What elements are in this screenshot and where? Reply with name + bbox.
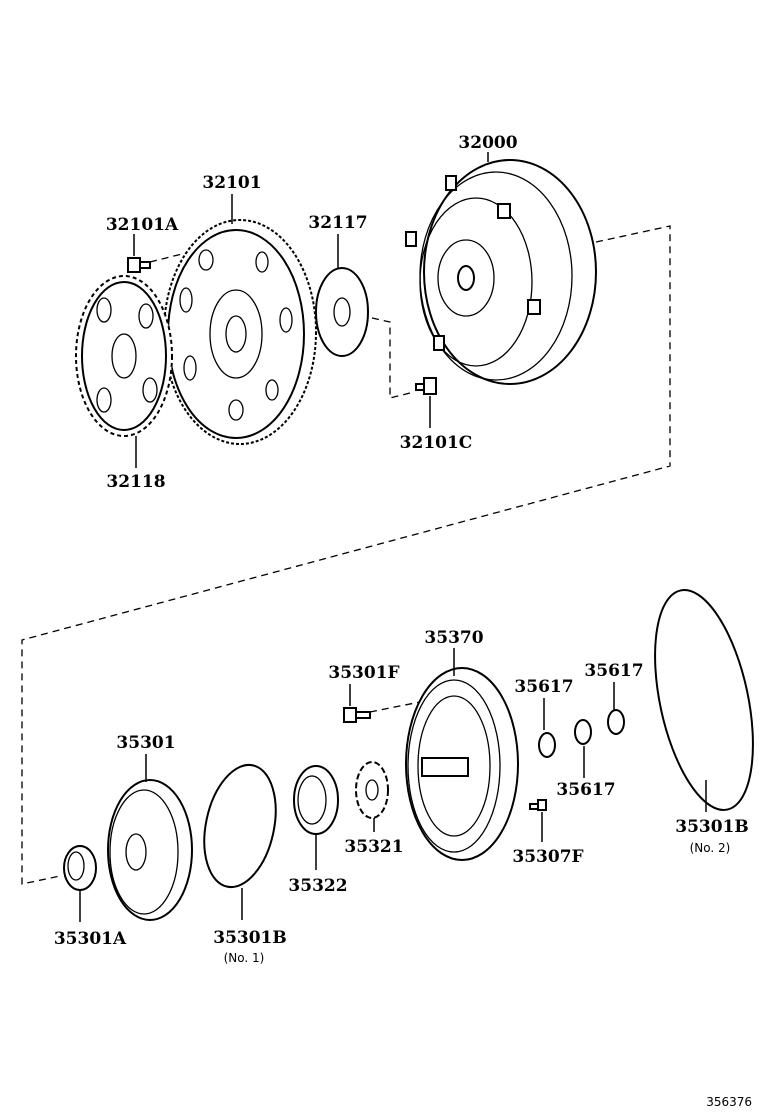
label-32117: 32117 <box>308 213 367 233</box>
assembly-dashed-line <box>21 225 671 885</box>
label-35301A: 35301A <box>54 929 127 949</box>
part-32117-spacer[interactable] <box>315 267 369 357</box>
part-32101-drive-plate[interactable] <box>163 219 317 445</box>
label-32101C: 32101C <box>400 433 473 453</box>
part-35321-drive-gear[interactable] <box>355 761 389 819</box>
label-32118: 32118 <box>106 472 165 492</box>
part-35617-ring[interactable] <box>538 732 556 758</box>
bolt-dashed-line <box>369 701 421 713</box>
part-35301B-o-ring-no2[interactable] <box>638 581 760 818</box>
part-32118-signal-plate[interactable] <box>75 275 173 437</box>
label-35617: 35617 <box>556 780 615 800</box>
label-35301B-no2: 35301B <box>675 817 749 837</box>
label-35301B-no1: 35301B <box>213 928 287 948</box>
part-35301F-bolt[interactable] <box>343 707 371 723</box>
bolt-dashed-line <box>371 317 415 399</box>
part-35301B-o-ring-no1[interactable] <box>194 758 286 893</box>
label-35617: 35617 <box>584 661 643 681</box>
part-32000-torque-converter[interactable] <box>405 159 597 385</box>
label-35321: 35321 <box>344 837 403 857</box>
label-35307F: 35307F <box>512 847 583 867</box>
label-35617: 35617 <box>514 677 573 697</box>
diagram-id: 356376 <box>706 1095 752 1109</box>
label-32101A: 32101A <box>106 215 179 235</box>
part-35617-ring[interactable] <box>574 719 592 745</box>
part-35307F-bolt[interactable] <box>529 799 547 811</box>
part-35322-driven-gear[interactable] <box>293 765 339 835</box>
part-32101A-bolt[interactable] <box>127 257 151 273</box>
label-35370: 35370 <box>424 628 483 648</box>
part-35617-ring[interactable] <box>607 709 625 735</box>
label-35301B-no2-note: (No. 2) <box>690 841 731 855</box>
label-35301B-no1-note: (No. 1) <box>224 951 265 965</box>
part-35301-oil-pump-body[interactable] <box>107 779 193 921</box>
part-35301A-oil-seal[interactable] <box>63 845 97 891</box>
label-32101: 32101 <box>202 173 261 193</box>
part-35370-oil-pump-cover[interactable] <box>405 667 519 861</box>
label-35322: 35322 <box>288 876 347 896</box>
label-35301: 35301 <box>116 733 175 753</box>
label-35301F: 35301F <box>328 663 399 683</box>
label-32000: 32000 <box>458 133 517 153</box>
part-32101C-bolt[interactable] <box>415 377 437 395</box>
